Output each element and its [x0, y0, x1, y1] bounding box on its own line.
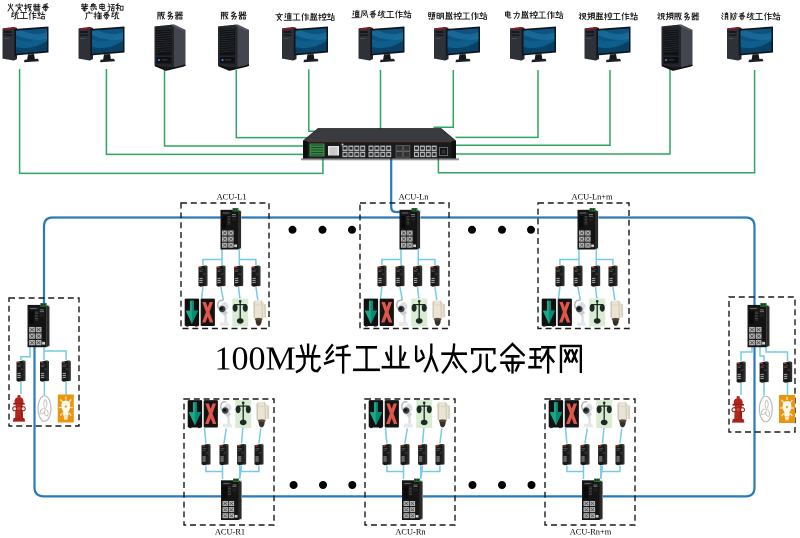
svg-text:ACU-Ln+m: ACU-Ln+m — [571, 193, 612, 202]
svg-text:ACU-Rn: ACU-Rn — [395, 528, 426, 537]
svg-text:ACU-Rn+m: ACU-Rn+m — [570, 528, 612, 537]
svg-text:ACU-L1: ACU-L1 — [217, 193, 247, 202]
svg-text:100M: 100M — [215, 341, 296, 378]
svg-text:ACU-R1: ACU-R1 — [215, 528, 245, 537]
svg-text:ACU-Ln: ACU-Ln — [399, 193, 430, 202]
